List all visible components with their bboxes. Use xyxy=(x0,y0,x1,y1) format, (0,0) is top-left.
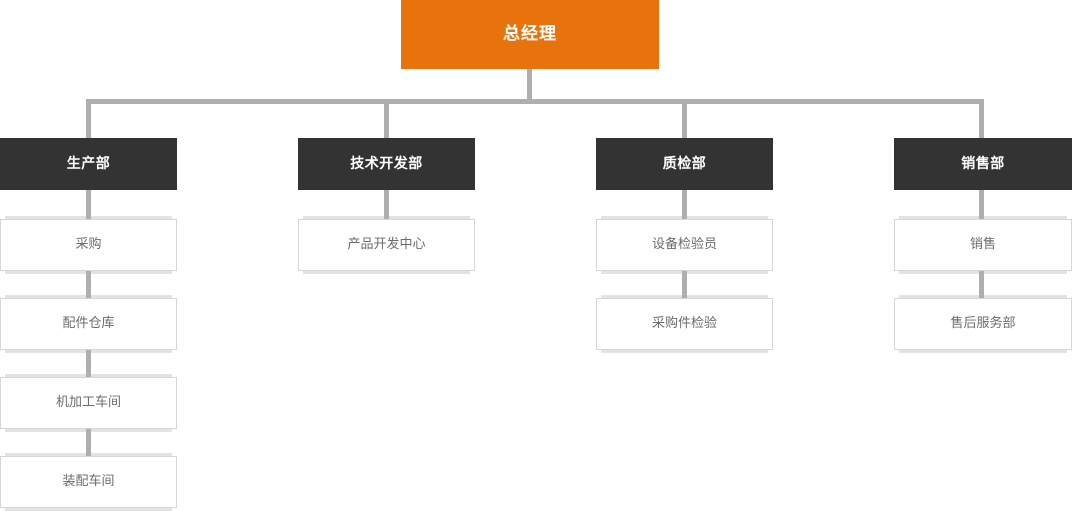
node-department-tech-development[interactable]: 技术开发部 xyxy=(298,138,475,190)
node-department-quality-inspection[interactable]: 质检部 xyxy=(596,138,773,190)
connector-bus-to-sales xyxy=(979,99,984,140)
node-leaf-caigou[interactable]: 采购 xyxy=(0,216,177,274)
node-leaf-caigoujianjianyan[interactable]: 采购件检验 xyxy=(596,295,773,353)
connector-bus-to-tech-development xyxy=(384,99,389,140)
node-leaf-shouhoufuwubu[interactable]: 售后服务部 xyxy=(894,295,1072,353)
node-leaf-xiaoshou[interactable]: 销售 xyxy=(894,216,1072,274)
connector-sales-to-xiaoshou xyxy=(979,188,984,221)
node-department-sales[interactable]: 销售部 xyxy=(894,138,1072,190)
connector-bus-to-quality-inspection xyxy=(682,99,687,140)
node-leaf-shebeijianyanyuan[interactable]: 设备检验员 xyxy=(596,216,773,274)
connector-quality-inspection-to-shebeijianyanyuan xyxy=(682,188,687,221)
node-leaf-zhuangpeichejian[interactable]: 装配车间 xyxy=(0,453,177,511)
node-leaf-peijiancangku[interactable]: 配件仓库 xyxy=(0,295,177,353)
node-department-production[interactable]: 生产部 xyxy=(0,138,177,190)
connector-production-to-caigou xyxy=(86,188,91,221)
node-leaf-jijiagongchejian[interactable]: 机加工车间 xyxy=(0,374,177,432)
node-root-general-manager[interactable]: 总经理 xyxy=(401,0,659,69)
node-leaf-chanpinkaifazhongxin[interactable]: 产品开发中心 xyxy=(298,216,475,274)
connector-shebeijianyanyuan-to-caigoujianjianyan xyxy=(682,269,687,302)
connector-department-bus xyxy=(86,99,984,104)
connector-bus-to-production xyxy=(86,99,91,140)
connector-peijiancangku-to-jijiagongchejian xyxy=(86,348,91,381)
connector-xiaoshou-to-shouhoufuwubu xyxy=(979,269,984,302)
connector-root-stem xyxy=(527,69,532,103)
connector-jijiagongchejian-to-zhuangpeichejian xyxy=(86,427,91,460)
connector-tech-development-to-chanpinkaifazhongxin xyxy=(384,188,389,221)
connector-caigou-to-peijiancangku xyxy=(86,269,91,302)
